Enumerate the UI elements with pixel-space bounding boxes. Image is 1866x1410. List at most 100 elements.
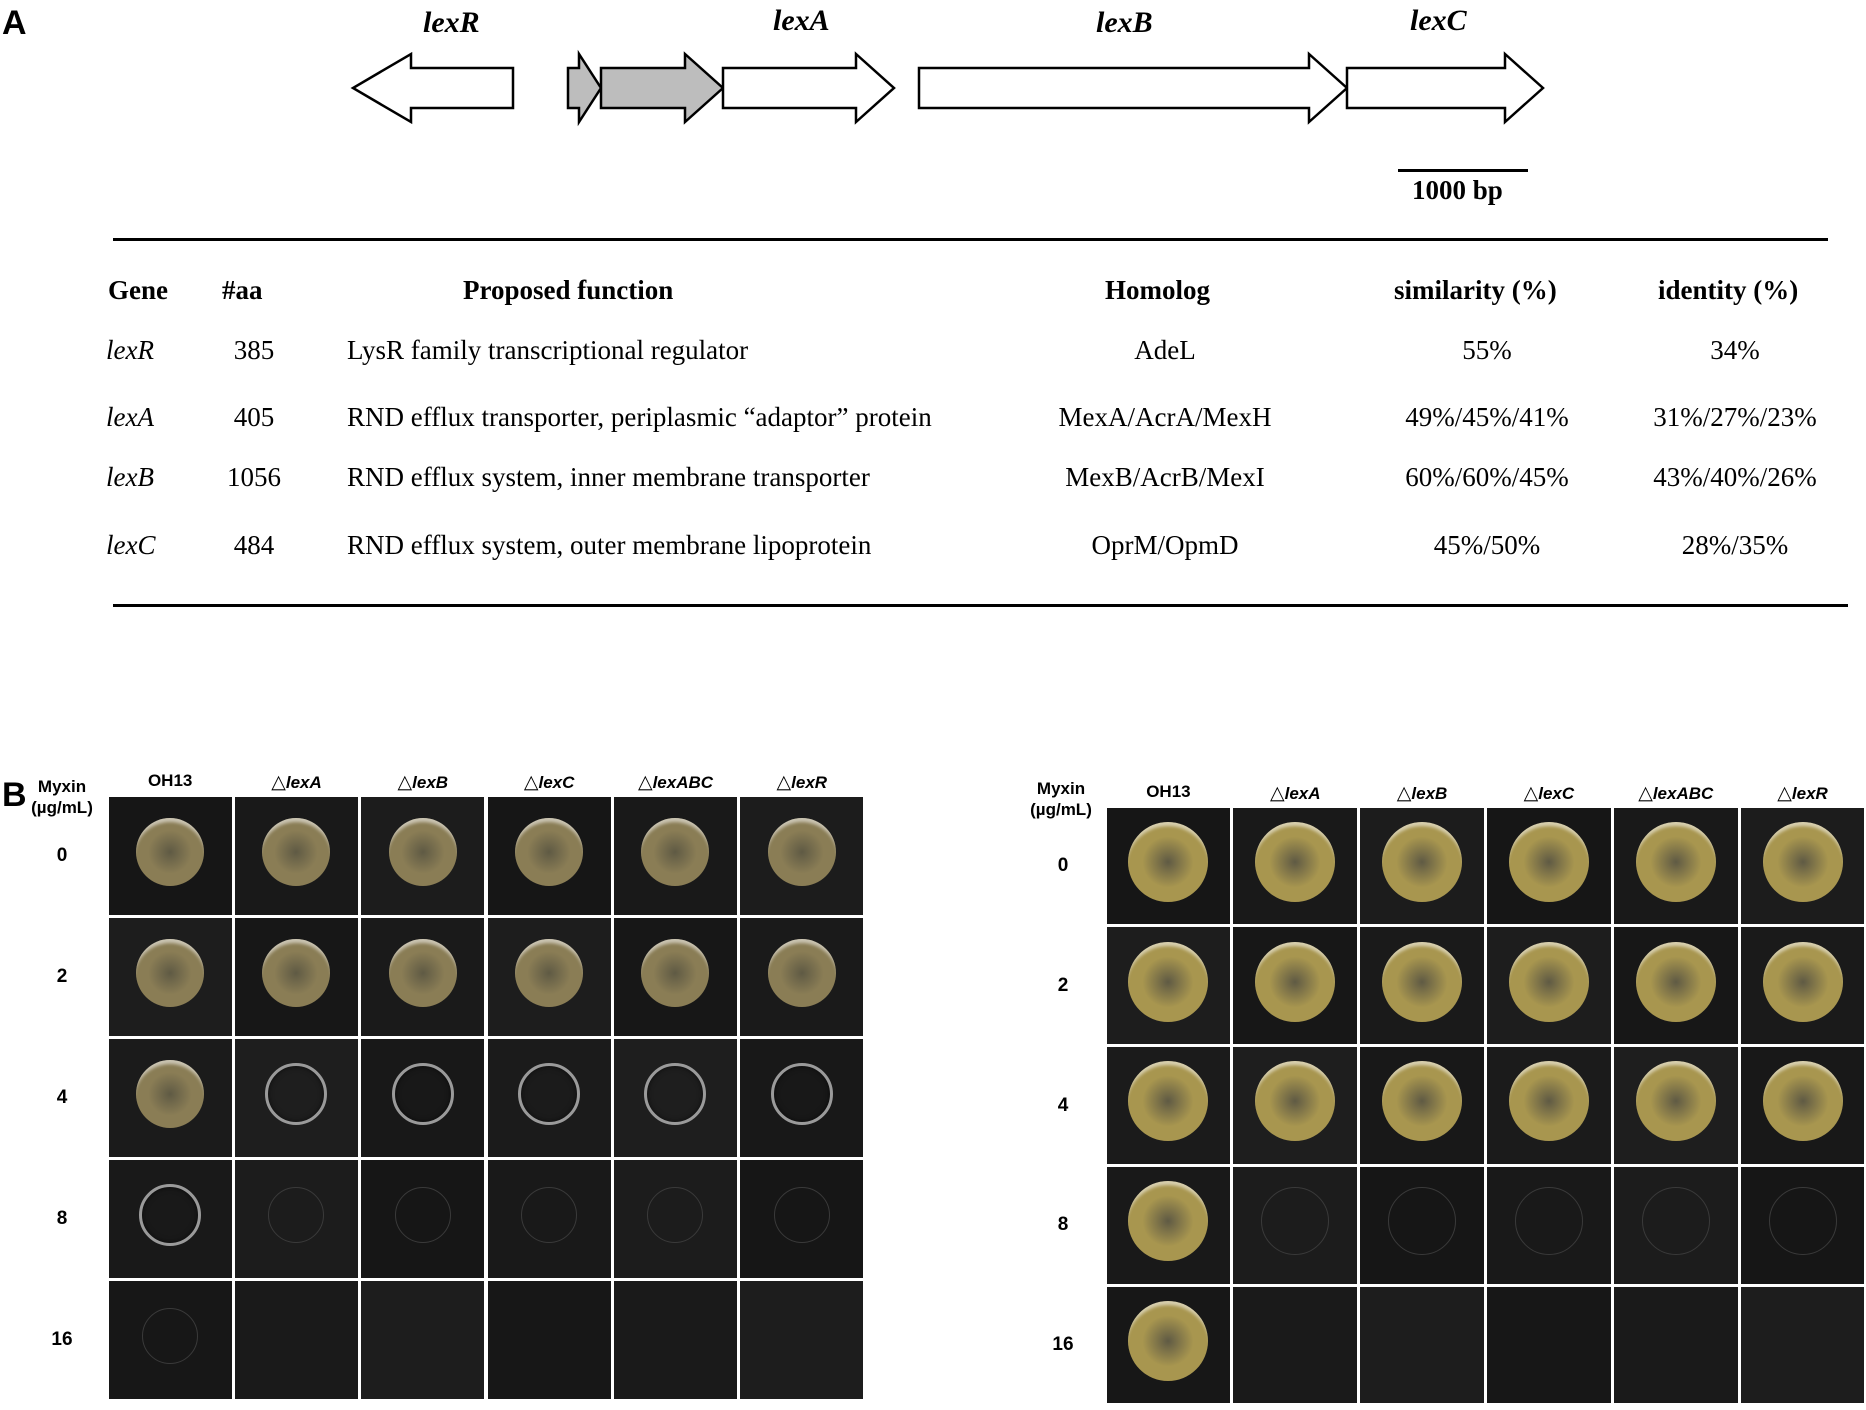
plate-cell <box>740 1159 864 1278</box>
plate-cell <box>1106 927 1231 1045</box>
colony-full <box>1762 941 1843 1022</box>
colony-full <box>1635 941 1716 1022</box>
colony-full <box>1635 821 1716 902</box>
plate-cell <box>613 796 738 915</box>
strain-name: lexR <box>1791 784 1828 803</box>
gene-label-lexb: lexB <box>1096 6 1153 39</box>
concentration-label: 16 <box>51 1328 73 1350</box>
strain-name: lexABC <box>652 773 714 792</box>
concentration-label: 0 <box>1057 854 1069 876</box>
plate-cell <box>361 1159 485 1278</box>
plate-cell <box>487 1159 611 1278</box>
cell-gene: lexB <box>106 462 154 492</box>
cell-identity: 34% <box>1710 335 1760 365</box>
plate-cell <box>1487 927 1611 1045</box>
colony-full <box>1255 1061 1336 1142</box>
delta-symbol: △ <box>523 772 539 793</box>
colony-full <box>1508 821 1589 902</box>
colony-ring <box>518 1062 581 1125</box>
strain-header: △lexB <box>398 771 449 794</box>
cell-aa: 484 <box>233 530 275 560</box>
cell-gene: lexR <box>106 335 154 365</box>
plate-cell <box>108 1280 232 1399</box>
panel-a-letter: A <box>2 4 27 42</box>
plate-cell <box>1233 807 1358 925</box>
th-similarity: similarity (%) <box>1394 275 1557 305</box>
cell-similarity: 60%/60%/45% <box>1405 462 1569 492</box>
colony-faint <box>268 1186 325 1243</box>
concentration-label: 2 <box>56 965 68 987</box>
plate-cell <box>740 917 864 1036</box>
plate-cell <box>1360 927 1484 1045</box>
plate-cell <box>234 796 359 915</box>
plate-cell <box>1613 927 1738 1045</box>
plate-cell <box>740 1280 864 1399</box>
colony-full <box>515 817 584 886</box>
colony-faint <box>647 1186 704 1243</box>
strain-name: lexR <box>791 773 828 792</box>
cell-function: LysR family transcriptional regulator <box>347 335 749 365</box>
colony-full <box>1255 821 1336 902</box>
cell-function: RND efflux transporter, periplasmic “ada… <box>347 402 932 432</box>
plate-cell <box>1106 807 1231 925</box>
strain-name: lexA <box>285 773 322 792</box>
cell-identity: 28%/35% <box>1681 530 1789 560</box>
plate-cell <box>108 917 232 1036</box>
plate-cell <box>1613 1047 1738 1164</box>
plate-cell <box>1106 1286 1231 1404</box>
axis-title-label: Myxin <box>1036 779 1086 798</box>
th-function: Proposed function <box>463 275 674 305</box>
axis-title-unit: (µg/mL) <box>31 798 93 818</box>
concentration-label: 2 <box>1057 974 1069 996</box>
plate-cell <box>1360 1286 1484 1404</box>
plate-cell <box>1740 807 1865 925</box>
colony-full <box>136 817 205 886</box>
plate-cell <box>1360 807 1484 925</box>
delta-symbol: △ <box>637 772 653 793</box>
cell-aa: 385 <box>233 335 275 365</box>
delta-symbol: △ <box>271 772 286 793</box>
colony-full <box>1255 941 1336 1022</box>
strain-name: lexB <box>1411 784 1448 803</box>
myxin-axis-title: Myxin (µg/mL) <box>18 776 106 819</box>
gene-label-lexr: lexR <box>423 6 480 39</box>
gene-arrow-lexb <box>917 51 1349 125</box>
colony-faint <box>1261 1187 1330 1256</box>
strain-header: △lexA <box>1270 782 1321 805</box>
colony-full <box>388 938 457 1007</box>
myxin-axis-title: Myxin(µg/mL) <box>1017 778 1105 821</box>
strain-name: lexC <box>538 773 575 792</box>
plate-cell <box>613 917 738 1036</box>
strain-name: lexABC <box>1652 784 1714 803</box>
th-identity: identity (%) <box>1658 275 1799 305</box>
plate-cell <box>740 796 864 915</box>
strain-name: lexA <box>1284 784 1321 803</box>
table-bottom-rule <box>113 604 1848 607</box>
cell-gene: lexC <box>106 530 156 560</box>
plate-cell <box>108 796 232 915</box>
plate-cell <box>487 1280 611 1399</box>
plate-cell <box>1233 927 1358 1045</box>
plate-cell <box>1487 1047 1611 1164</box>
plate-cell <box>1487 1286 1611 1404</box>
colony-full <box>1382 941 1463 1022</box>
delta-symbol: △ <box>1396 783 1412 804</box>
plate-cell <box>234 1038 359 1157</box>
strain-header: △lexABC <box>638 771 713 794</box>
strain-header: OH13 <box>1146 782 1191 801</box>
gene-label-lexc: lexC <box>1410 4 1467 37</box>
colony-faint <box>142 1307 199 1364</box>
cell-aa: 1056 <box>227 462 281 492</box>
plate-cell <box>1233 1286 1358 1404</box>
colony-full <box>136 1059 205 1128</box>
plate-cell <box>1106 1166 1231 1284</box>
colony-full <box>262 817 331 886</box>
cell-homolog: MexB/AcrB/MexI <box>1065 462 1265 492</box>
colony-full <box>136 938 205 1007</box>
plate-cell <box>1613 807 1738 925</box>
plate-cell <box>1360 1166 1484 1284</box>
concentration-label: 0 <box>56 844 68 866</box>
colony-full <box>1635 1061 1716 1142</box>
strain-header: △lexABC <box>1638 782 1713 805</box>
axis-title-label: Myxin <box>37 777 87 796</box>
